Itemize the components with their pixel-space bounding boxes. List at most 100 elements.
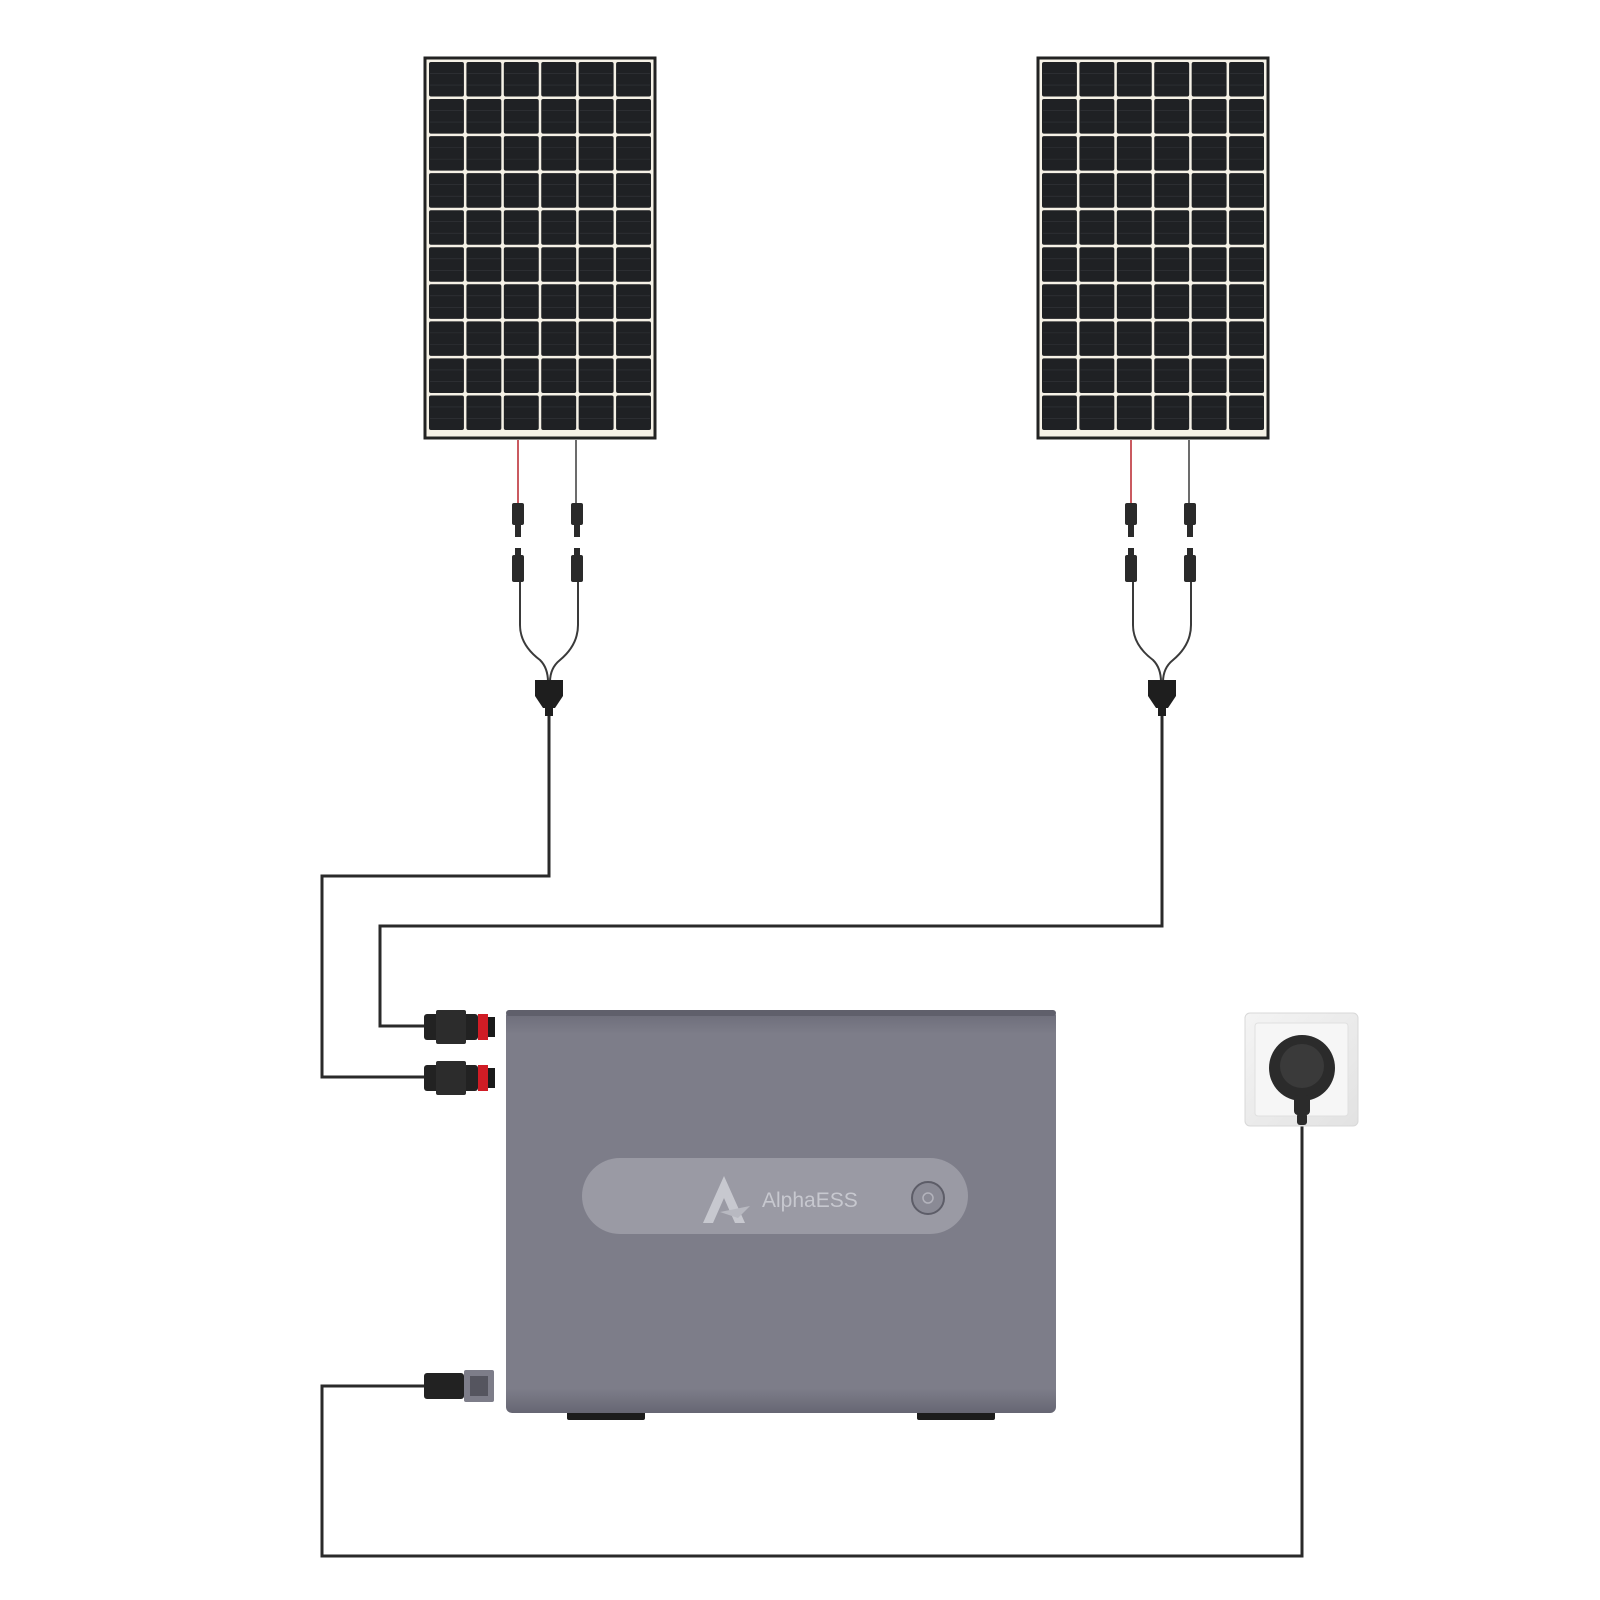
solar-cell xyxy=(578,62,614,97)
solar-cell xyxy=(429,136,464,171)
solar-cell xyxy=(616,358,651,393)
solar-cell xyxy=(1116,136,1152,171)
solar-cell xyxy=(541,358,577,393)
solar-cell xyxy=(1079,62,1115,97)
solar-cell xyxy=(1191,321,1227,356)
solar-cell xyxy=(503,321,539,356)
solar-cell xyxy=(1154,62,1190,97)
solar-cell xyxy=(429,395,464,430)
alphaess-logo-icon xyxy=(703,1176,750,1223)
solar-cell xyxy=(616,395,651,430)
power-button[interactable] xyxy=(911,1181,945,1215)
solar-cell xyxy=(1154,247,1190,282)
solar-cell xyxy=(429,173,464,208)
solar-cell xyxy=(429,358,464,393)
solar-cell xyxy=(1116,99,1152,134)
solar-cell xyxy=(1042,395,1077,430)
solar-cell xyxy=(1229,210,1264,245)
cable-ac-output-to-outlet xyxy=(320,1120,1304,1558)
solar-cell xyxy=(616,284,651,319)
solar-cell xyxy=(503,99,539,134)
solar-cell xyxy=(429,247,464,282)
mc4-connector-icon xyxy=(512,503,583,582)
solar-cell xyxy=(466,284,502,319)
battery-inverter-unit: AlphaESS xyxy=(506,1010,1056,1420)
wall-outlet xyxy=(1244,1012,1359,1127)
solar-cell xyxy=(1229,136,1264,171)
solar-cell xyxy=(1154,173,1190,208)
solar-cell xyxy=(1229,173,1264,208)
solar-cell xyxy=(466,358,502,393)
y-branch-connector-icon xyxy=(1148,680,1176,716)
solar-cell xyxy=(541,321,577,356)
solar-cell xyxy=(616,321,651,356)
solar-cell xyxy=(1191,173,1227,208)
solar-cell xyxy=(1042,284,1077,319)
power-icon xyxy=(922,1192,934,1204)
solar-cell xyxy=(466,136,502,171)
solar-cell xyxy=(616,136,651,171)
solar-cell xyxy=(1116,173,1152,208)
solar-cell xyxy=(1079,210,1115,245)
solar-cell xyxy=(1191,99,1227,134)
solar-cell xyxy=(503,247,539,282)
solar-cell xyxy=(503,136,539,171)
solar-cells xyxy=(1042,62,1264,430)
solar-cell xyxy=(541,136,577,171)
solar-cell xyxy=(1154,284,1190,319)
solar-cell xyxy=(578,284,614,319)
solar-cell xyxy=(1042,62,1077,97)
solar-cell xyxy=(503,358,539,393)
solar-cell xyxy=(541,173,577,208)
solar-cell xyxy=(1116,395,1152,430)
solar-cell xyxy=(429,99,464,134)
solar-cell xyxy=(429,284,464,319)
y-branch-connector-icon xyxy=(535,680,563,716)
solar-cell xyxy=(1154,395,1190,430)
solar-cell xyxy=(1042,99,1077,134)
solar-cell xyxy=(1229,284,1264,319)
mc4-connector-icon xyxy=(1125,503,1196,582)
solar-cell xyxy=(1229,321,1264,356)
solar-cells xyxy=(429,62,651,430)
solar-cell xyxy=(616,210,651,245)
ac-output-connector xyxy=(424,1370,494,1402)
solar-cell xyxy=(1116,358,1152,393)
solar-cell xyxy=(1191,247,1227,282)
solar-cell xyxy=(541,284,577,319)
solar-cell xyxy=(1116,210,1152,245)
solar-cell xyxy=(1191,136,1227,171)
solar-cell xyxy=(1191,395,1227,430)
device-front-panel xyxy=(582,1158,968,1234)
solar-cell xyxy=(1042,358,1077,393)
solar-cell xyxy=(1229,247,1264,282)
solar-cell xyxy=(1229,358,1264,393)
solar-cell xyxy=(466,62,502,97)
pv-input-connector-1 xyxy=(424,1010,495,1044)
solar-cell xyxy=(429,62,464,97)
solar-cell xyxy=(1116,321,1152,356)
cable-left-panel-to-input-2 xyxy=(320,716,551,1079)
solar-cell xyxy=(1191,358,1227,393)
pv-input-connector-2 xyxy=(424,1061,495,1095)
panel-right-leads xyxy=(1130,440,1192,683)
solar-cell xyxy=(1116,284,1152,319)
solar-cell xyxy=(578,136,614,171)
solar-cell xyxy=(578,210,614,245)
solar-cell xyxy=(1191,284,1227,319)
solar-cell xyxy=(578,173,614,208)
solar-cell xyxy=(541,62,577,97)
solar-cell xyxy=(1079,99,1115,134)
solar-cell xyxy=(1042,136,1077,171)
solar-cell xyxy=(578,395,614,430)
solar-panel-right xyxy=(1036,56,1270,440)
cable-right-panel-to-input-1 xyxy=(378,716,1164,1028)
solar-cell xyxy=(1079,395,1115,430)
solar-cell xyxy=(1079,358,1115,393)
solar-cell xyxy=(1154,321,1190,356)
solar-cell xyxy=(616,247,651,282)
solar-cell xyxy=(1042,210,1077,245)
solar-cell xyxy=(1079,284,1115,319)
solar-cell xyxy=(503,173,539,208)
